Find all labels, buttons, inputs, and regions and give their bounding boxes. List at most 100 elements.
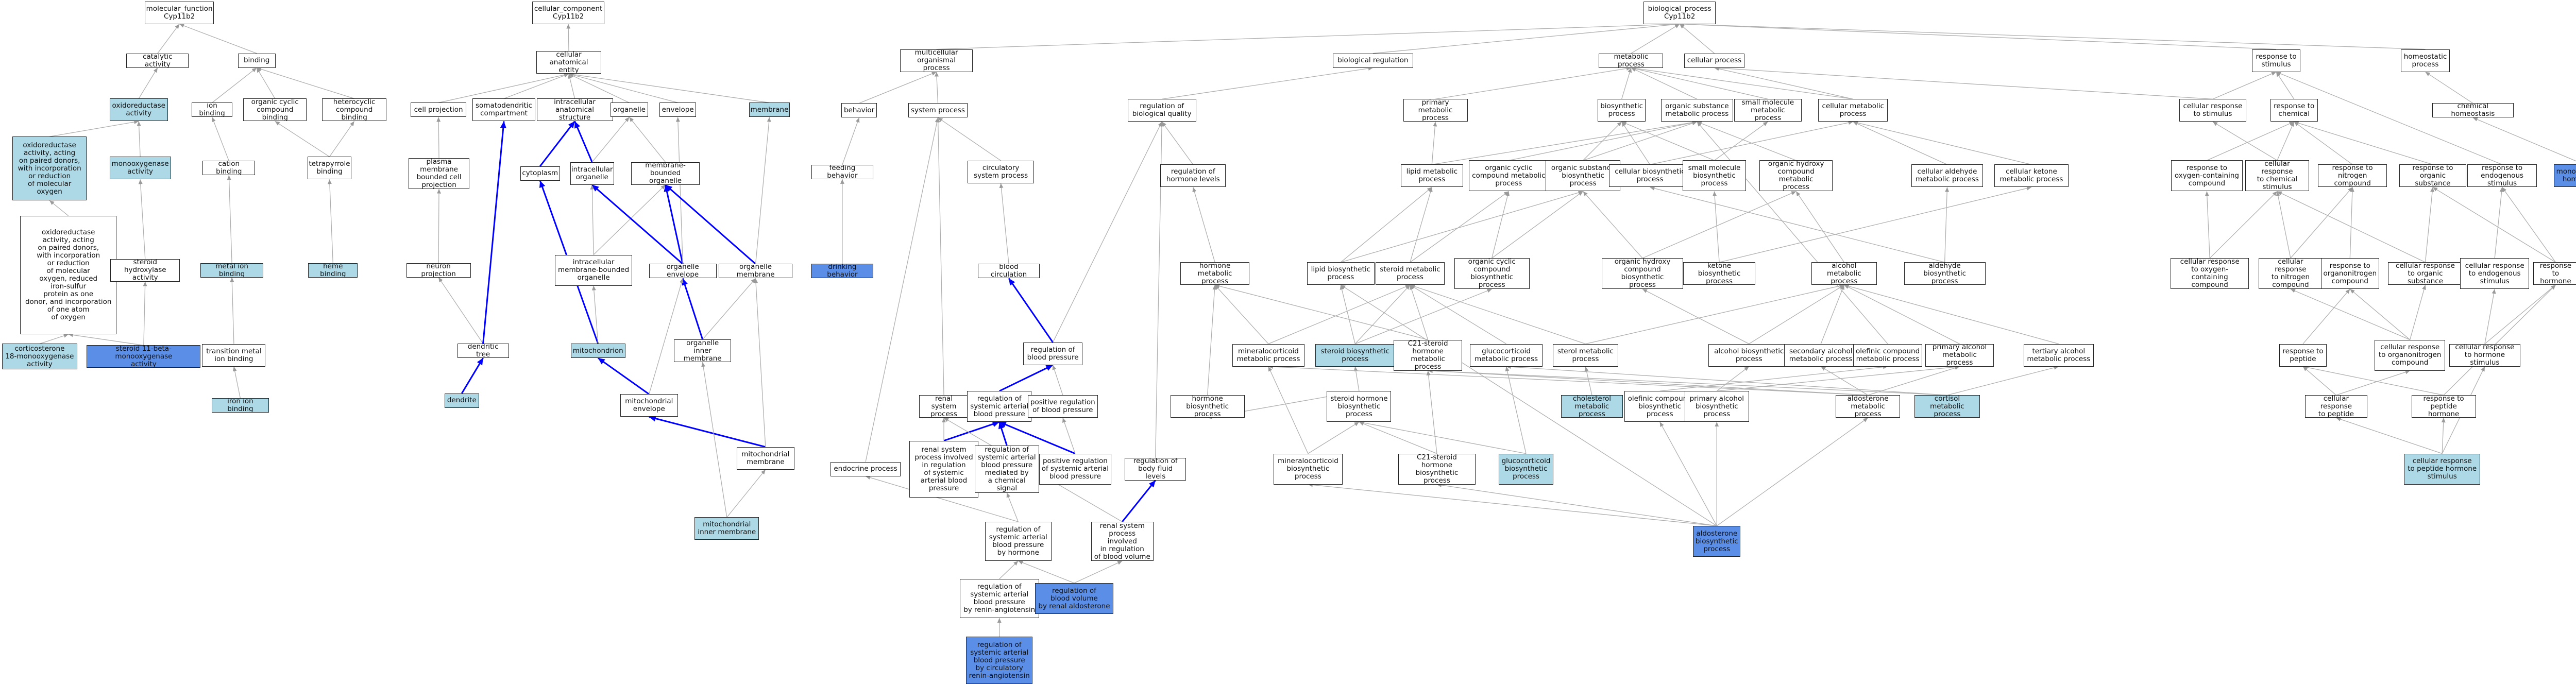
edge-org-inner-to-org-membrane xyxy=(702,278,756,340)
edge-aldosterone-met-to-secondary-alcohol xyxy=(1820,366,1868,396)
node-metal-ion: metal ion binding xyxy=(200,263,263,278)
node-resp-peptide-hormone: response to peptide hormone xyxy=(2411,395,2476,418)
node-cortisol-met: cortisol metabolic process xyxy=(1914,395,1980,418)
edge-glucocorticoid-bio-to-glucocorticoid-met xyxy=(1505,366,1527,454)
node-org-subst-bio: organic substance biosynthetic process xyxy=(1546,160,1620,192)
node-cell-resp-organonitrogen: cellular response to organonitrogen comp… xyxy=(2375,339,2445,371)
node-reg-blood-volume: regulation of blood volume by renal aldo… xyxy=(1035,583,1113,614)
edge-mito-envelope-to-mitochondrion xyxy=(597,357,650,395)
node-bio-regulation: biological regulation xyxy=(1332,53,1413,68)
edge-cell-resp-hormone-to-cell-resp-endogenous xyxy=(2484,289,2496,344)
edge-binding-to-mf-root xyxy=(179,24,257,54)
edge-primary-alcohol-met-to-alcohol-met xyxy=(1844,284,1960,345)
edge-org-hydroxy-bio-to-org-hydroxy-met xyxy=(1642,191,1797,259)
edge-glucocorticoid-bio-to-steroid-hormone-bio xyxy=(1359,420,1527,454)
edge-cell-resp-oxygen-to-resp-oxygen xyxy=(2205,191,2210,259)
edge-metal-ion-to-cation-binding xyxy=(227,175,232,263)
node-reg-body-fluid: regulation of body fluid levels xyxy=(1125,457,1187,481)
node-heterocyclic: heterocyclic compound binding xyxy=(322,98,387,122)
node-system-process: system process xyxy=(908,103,968,118)
edge-secondary-alcohol-to-alcohol-met xyxy=(1820,284,1845,344)
edge-membrane-bounded-to-organelle xyxy=(629,117,666,163)
edge-org-envelope-to-envelope xyxy=(675,117,683,264)
edge-envelope-to-cell-anat xyxy=(568,73,678,104)
node-c21-bio: C21-steroid hormone biosynthetic process xyxy=(1398,453,1476,485)
edge-ketone-bio-to-cell-ketone xyxy=(1719,186,2032,263)
edge-corticosterone18-to-oxido-paired2 xyxy=(39,334,69,345)
edge-mito-membrane-to-org-membrane xyxy=(754,278,766,447)
node-resp-nitrogen: response to nitrogen compound xyxy=(2317,164,2387,187)
edge-somatodendritic-to-cell-anat xyxy=(503,73,569,99)
node-drinking: drinking behavior xyxy=(811,264,874,279)
edge-steroid-hydroxylase-to-monooxygenase xyxy=(138,179,146,259)
edge-hormone-met-to-reg-hormone-levels xyxy=(1192,187,1215,263)
edge-cell-resp-chem-to-cell-resp-stim xyxy=(2212,121,2278,161)
edge-monooxygenase-to-oxidoreductase xyxy=(137,121,141,157)
edge-org-cyclic-met-to-org-substance-met xyxy=(1509,121,1697,161)
node-oxidoreductase: oxidoreductase activity xyxy=(109,98,168,122)
node-cell-resp-nitrogen: cellular response to nitrogen compound xyxy=(2259,258,2323,289)
edge-c21-bio-to-c21-met xyxy=(1426,370,1437,454)
node-hormone-met: hormone metabolic process xyxy=(1180,262,1250,285)
edge-resp-oxygen-to-resp-chemical xyxy=(2207,121,2294,161)
edge-cell-aldehyde-to-cellular-metabolic xyxy=(1853,121,1947,165)
node-resp-organic: response to organic substance xyxy=(2399,164,2467,187)
node-intracellular-org: intracellular organelle xyxy=(570,162,614,185)
edge-mito-inner-to-mito-membrane xyxy=(726,469,766,518)
edge-cholesterol-met-to-sterol-met xyxy=(1584,366,1592,396)
node-small-molecule-met: small molecule metabolic process xyxy=(1734,99,1802,122)
node-reg-blood-pressure: regulation of blood pressure xyxy=(1023,342,1083,365)
node-monoatomic-homeo: monoatomic ion homeostasis xyxy=(2553,164,2576,187)
node-aldosterone-met: aldosterone metabolic process xyxy=(1836,395,1901,418)
edge-renal-involved-volume-to-reg-body-fluid xyxy=(1122,480,1156,522)
edge-aldosterone-met-to-mineralocorticoid-met xyxy=(1268,365,1868,396)
edge-cell-resp-chem-to-resp-chemical xyxy=(2277,122,2295,161)
edge-neuron-projection-to-pm-bounded xyxy=(437,189,442,263)
node-cellular-metabolic: cellular metabolic process xyxy=(1818,99,1888,122)
edge-cell-anat-to-cc-root xyxy=(566,24,571,52)
edge-cation-binding-to-ion-binding xyxy=(212,117,229,161)
edge-org-cyclic-bio-to-org-subst-bio xyxy=(1492,191,1584,259)
node-oxido-paired: oxidoreductase activity, acting on paire… xyxy=(12,136,87,201)
edge-steroid-bio-to-org-cyclic-bio xyxy=(1355,288,1492,345)
edge-steroid-bio-to-steroid-met xyxy=(1354,284,1411,345)
node-org-substance-met: organic substance metabolic process xyxy=(1660,99,1734,122)
edge-reg-blood-volume-to-reg-abp-hormone xyxy=(1018,560,1075,584)
node-steroid-bio: steroid biosynthetic process xyxy=(1315,344,1395,367)
node-cell-resp-peptide: cellular response to peptide xyxy=(2304,395,2367,418)
edge-small-molecule-bio-to-small-molecule-met xyxy=(1714,121,1768,161)
edge-intracellular-org-to-intracellular-anat xyxy=(574,121,593,163)
edge-aldosterone-met-to-c21-met xyxy=(1428,369,1868,396)
node-org-hydroxy-met: organic hydroxy compound metabolic proce… xyxy=(1759,160,1833,192)
edge-cell-ketone-to-cellular-metabolic xyxy=(1853,121,2032,165)
edge-heterocyclic-to-binding xyxy=(256,67,354,99)
node-resp-endogenous: response to endogenous stimulus xyxy=(2467,164,2537,187)
node-cell-anat: cellular anatomical entity xyxy=(536,51,602,74)
edge-org-inner-to-org-envelope xyxy=(682,278,704,340)
edge-small-molecule-bio-to-biosynthetic xyxy=(1621,121,1715,161)
edge-cellular-metabolic-to-metabolic xyxy=(1631,66,1853,100)
edge-resp-chemical-to-response-stim xyxy=(2276,72,2295,99)
node-c21-met: C21-steroid hormone metabolic process xyxy=(1394,339,1462,371)
edge-c21-bio-to-steroid-hormone-bio xyxy=(1359,421,1437,454)
edge-dendrite-to-dendritic-tree xyxy=(461,357,484,394)
node-primary-metabolic: primary metabolic process xyxy=(1403,99,1468,122)
edge-org-envelope-to-intracellular-org xyxy=(591,184,684,265)
node-renal-system: renal system process xyxy=(919,395,969,418)
node-reg-abp-neural: regulation of systemic arterial blood pr… xyxy=(974,445,1039,493)
edge-org-hydroxy-bio-to-org-subst-bio xyxy=(1583,191,1643,259)
node-reg-bio-quality: regulation of biological quality xyxy=(1127,99,1196,122)
edge-aldosterone-bio-to-olefinic-bio xyxy=(1659,421,1717,526)
edge-alcohol-bio-to-alcohol-met xyxy=(1749,284,1844,345)
edge-cell-resp-peptide-to-cell-resp-organonitrogen xyxy=(2336,370,2410,396)
node-mf-root: molecular_function Cyp11b2 xyxy=(144,1,214,24)
edge-blood-circulation-to-circulatory xyxy=(999,183,1009,264)
node-circulatory: circulatory system process xyxy=(968,160,1035,183)
node-primary-alcohol-met: primary alcohol metabolic process xyxy=(1925,344,1994,367)
edge-pm-bounded-to-cell-projection xyxy=(436,117,441,158)
node-reg-abp-renin: regulation of systemic arterial blood pr… xyxy=(959,579,1039,618)
edge-monoatomic-homeo-to-chem-homeostasis xyxy=(2472,117,2576,162)
node-steroid11: steroid 11-beta-monooxygenase activity xyxy=(87,345,201,368)
edge-cortisol-met-to-glucocorticoid-met xyxy=(1506,365,1947,396)
edge-cell-resp-hormone-to-resp-hormone xyxy=(2484,284,2556,345)
